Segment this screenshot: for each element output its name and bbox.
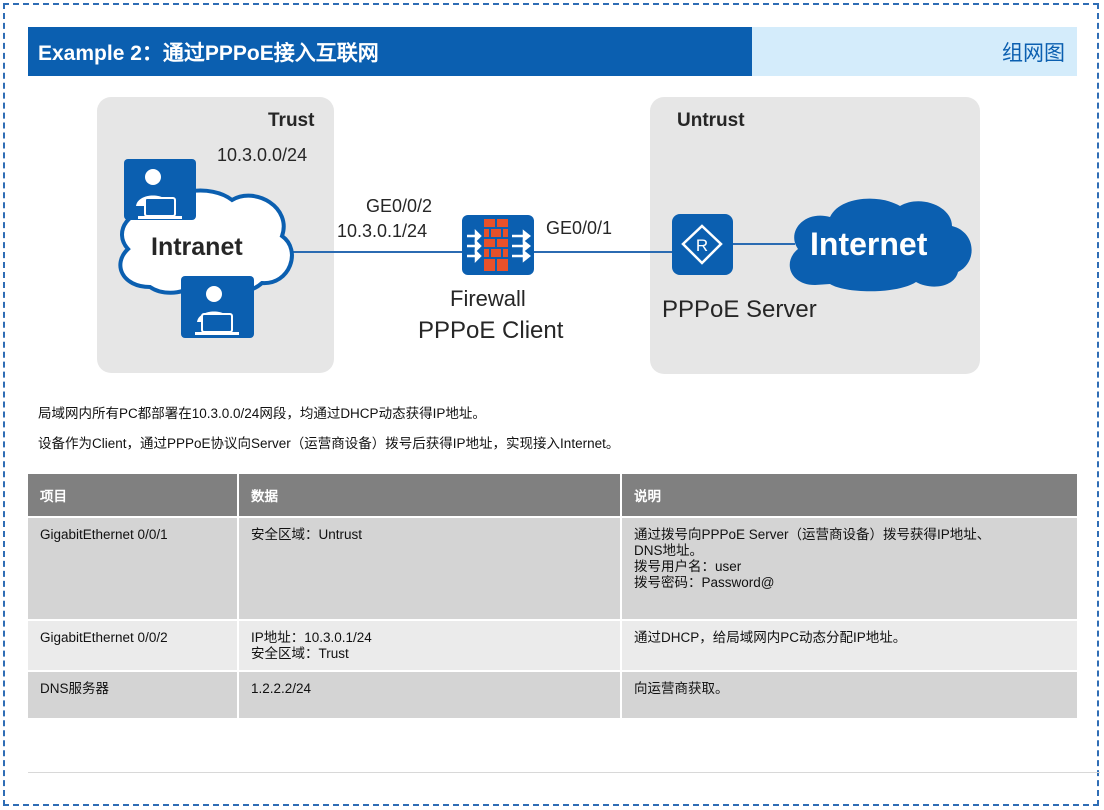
cell-data: 安全区域：Untrust bbox=[238, 516, 622, 620]
column-header-data: 数据 bbox=[238, 474, 622, 517]
cell-data: IP地址：10.3.0.1/24 安全区域：Trust bbox=[238, 619, 622, 671]
pppoe-server-label: PPPoE Server bbox=[662, 296, 817, 323]
description-line-1: 局域网内所有PC都部署在10.3.0.0/24网段，均通过DHCP动态获得IP地… bbox=[38, 406, 486, 421]
cell-desc-line: DNS地址。 bbox=[634, 543, 704, 558]
router-icon: R bbox=[672, 214, 733, 275]
cell-item: DNS服务器 bbox=[28, 670, 239, 718]
cell-desc: 通过拨号向PPPoE Server（运营商设备）拨号获得IP地址、 DNS地址。… bbox=[621, 516, 1077, 620]
description-line-2: 设备作为Client，通过PPPoE协议向Server（运营商设备）拨号后获得I… bbox=[38, 436, 620, 451]
table-row: DNS服务器 1.2.2.2/24 向运营商获取。 bbox=[28, 670, 1077, 718]
internet-label: Internet bbox=[810, 226, 928, 262]
table-header-row: 项目 数据 说明 bbox=[28, 474, 1077, 517]
firewall-inner-interface: GE0/0/2 bbox=[366, 196, 433, 216]
firewall-outer-interface: GE0/0/1 bbox=[546, 218, 613, 238]
cell-desc-line: 拨号用户名：user bbox=[634, 559, 742, 574]
cell-desc-line: 通过拨号向PPPoE Server（运营商设备）拨号获得IP地址、 bbox=[634, 527, 991, 542]
page-frame bbox=[3, 3, 1099, 806]
trust-subnet: 10.3.0.0/24 bbox=[217, 145, 308, 165]
cell-item: GigabitEthernet 0/0/1 bbox=[28, 516, 239, 620]
internet-cloud-icon bbox=[789, 198, 972, 292]
cell-desc-line: 通过DHCP，给局域网内PC动态分配IP地址。 bbox=[634, 630, 907, 645]
section-tag: 组网图 bbox=[752, 27, 1077, 76]
cell-data-line: IP地址：10.3.0.1/24 bbox=[251, 630, 372, 645]
column-header-item: 项目 bbox=[28, 474, 239, 517]
cell-data-line: 安全区域：Trust bbox=[251, 646, 349, 661]
trust-zone-label: Trust bbox=[268, 110, 315, 131]
intranet-label: Intranet bbox=[151, 233, 243, 261]
table-row: GigabitEthernet 0/0/1 安全区域：Untrust 通过拨号向… bbox=[28, 516, 1077, 620]
cell-desc-line: 向运营商获取。 bbox=[634, 681, 729, 696]
cell-item: GigabitEthernet 0/0/2 bbox=[28, 619, 239, 671]
pc-user-icon-top bbox=[124, 159, 196, 220]
cell-desc: 向运营商获取。 bbox=[621, 670, 1077, 718]
cell-data-line: 1.2.2.2/24 bbox=[251, 681, 312, 696]
footer-divider bbox=[28, 772, 1100, 773]
cell-desc-line: 拨号密码：Password@ bbox=[634, 575, 775, 590]
section-tag-label: 组网图 bbox=[1002, 41, 1065, 65]
cell-data: 1.2.2.2/24 bbox=[238, 670, 622, 718]
column-header-desc: 说明 bbox=[621, 474, 1077, 517]
cell-desc: 通过DHCP，给局域网内PC动态分配IP地址。 bbox=[621, 619, 1077, 671]
cell-data-line: 安全区域：Untrust bbox=[251, 527, 363, 542]
pc-user-icon-bottom bbox=[181, 276, 254, 338]
title-bar: Example 2：通过PPPoE接入互联网 bbox=[28, 27, 752, 76]
config-table: 项目 数据 说明 GigabitEthernet 0/0/1 安全区域：Untr… bbox=[28, 474, 1077, 718]
table-row: GigabitEthernet 0/0/2 IP地址：10.3.0.1/24 安… bbox=[28, 619, 1077, 671]
page-title: Example 2：通过PPPoE接入互联网 bbox=[38, 41, 379, 65]
firewall-label: Firewall bbox=[450, 286, 526, 311]
router-badge: R bbox=[696, 236, 708, 255]
untrust-zone-label: Untrust bbox=[677, 110, 745, 131]
firewall-inner-ip: 10.3.0.1/24 bbox=[337, 221, 428, 241]
firewall-role: PPPoE Client bbox=[418, 317, 564, 344]
firewall-icon bbox=[462, 215, 534, 275]
